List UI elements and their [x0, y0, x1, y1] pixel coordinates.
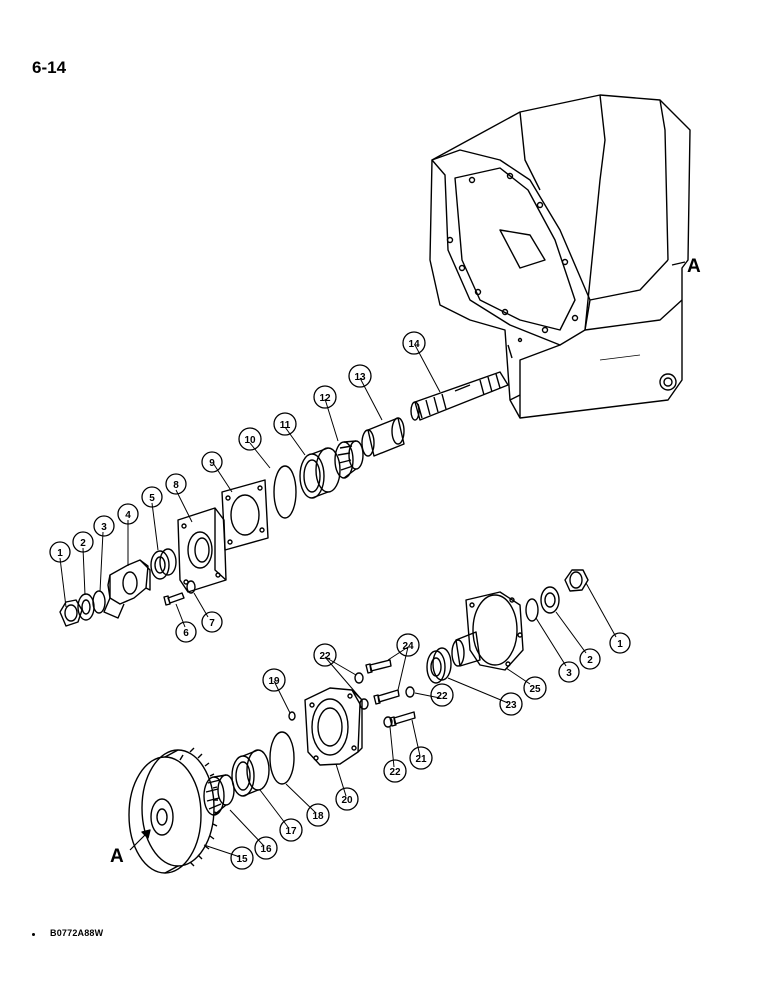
callout-10: 10 — [238, 427, 262, 451]
callout-9: 9 — [201, 451, 223, 473]
callout-3-lower: 3 — [558, 661, 580, 683]
bearing-cone-lower — [203, 774, 235, 816]
washer-2-upper — [77, 593, 95, 621]
callout-1-lower: 1 — [609, 632, 631, 654]
figure-code-bullet — [32, 933, 35, 936]
o-ring-3-upper — [92, 590, 106, 614]
svg-text:4: 4 — [125, 510, 131, 521]
yoke — [103, 559, 151, 619]
callout-8: 8 — [165, 473, 187, 495]
svg-text:23: 23 — [505, 700, 517, 711]
svg-text:3: 3 — [101, 522, 107, 533]
svg-text:17: 17 — [285, 826, 297, 837]
callout-2-upper: 2 — [72, 531, 94, 553]
callout-14: 14 — [402, 331, 426, 355]
svg-text:22: 22 — [319, 651, 331, 662]
callout-22-right: 22 — [430, 683, 454, 707]
seal-5 — [150, 548, 177, 580]
bolts-24 — [365, 659, 416, 727]
callout-11: 11 — [273, 412, 297, 436]
callout-25: 25 — [523, 676, 547, 700]
callout-1-upper: 1 — [49, 541, 71, 563]
seal-23 — [426, 647, 452, 684]
plug — [288, 711, 296, 721]
page-number: 6-14 — [32, 58, 67, 77]
svg-text:1: 1 — [57, 548, 63, 559]
svg-text:6: 6 — [183, 628, 189, 639]
reference-arrowhead-lower — [141, 829, 151, 839]
reference-label-upper: A — [687, 256, 701, 277]
output-shaft — [410, 371, 509, 421]
svg-text:2: 2 — [587, 655, 593, 666]
figure-code: B0772A88W — [50, 928, 104, 938]
sleeve — [361, 417, 405, 457]
svg-text:12: 12 — [319, 393, 331, 404]
reference-label-lower: A — [110, 846, 124, 867]
bearing-cup — [299, 447, 341, 499]
svg-text:25: 25 — [529, 684, 541, 695]
washers-22 — [354, 672, 415, 728]
bearing-carrier — [304, 687, 363, 766]
svg-text:3: 3 — [566, 668, 572, 679]
svg-text:15: 15 — [236, 854, 248, 865]
bearing-cone — [334, 440, 364, 479]
o-ring-10 — [273, 465, 297, 519]
svg-text:22: 22 — [436, 691, 448, 702]
gasket — [221, 479, 269, 551]
transmission-housing — [429, 94, 691, 419]
svg-text:2: 2 — [80, 538, 86, 549]
svg-text:22: 22 — [389, 767, 401, 778]
bearing-cover — [451, 591, 524, 671]
callout-17: 17 — [279, 818, 303, 842]
svg-text:7: 7 — [209, 618, 215, 629]
flange-housing — [177, 507, 227, 593]
callout-3-upper: 3 — [93, 515, 115, 537]
callout-18: 18 — [306, 803, 330, 827]
callout-13: 13 — [348, 364, 372, 388]
output-gear — [128, 747, 219, 874]
svg-text:5: 5 — [149, 493, 155, 504]
svg-text:9: 9 — [209, 458, 215, 469]
callout-20: 20 — [335, 787, 359, 811]
svg-text:14: 14 — [408, 339, 420, 350]
nut-1-lower — [564, 569, 589, 592]
callout-22-top: 22 — [313, 643, 337, 667]
svg-text:11: 11 — [280, 420, 291, 431]
callout-24: 24 — [396, 633, 420, 657]
svg-text:19: 19 — [268, 676, 280, 687]
washer-2-lower — [540, 586, 560, 614]
callout-21: 21 — [409, 746, 433, 770]
svg-text:21: 21 — [415, 754, 427, 765]
svg-text:13: 13 — [354, 372, 366, 383]
callout-4: 4 — [117, 503, 139, 525]
callout-12: 12 — [313, 385, 337, 409]
callout-7: 7 — [201, 611, 223, 633]
callout-2-lower: 2 — [579, 648, 601, 670]
o-ring-18 — [269, 731, 295, 785]
bolt-and-washer — [163, 580, 196, 606]
callout-15: 15 — [230, 846, 254, 870]
nut-1-upper — [59, 599, 83, 627]
reference-arrow-upper — [671, 261, 686, 266]
svg-text:8: 8 — [173, 480, 179, 491]
callout-5: 5 — [141, 486, 163, 508]
callout-6: 6 — [175, 621, 197, 643]
svg-text:16: 16 — [260, 844, 272, 855]
leader-lines — [59, 344, 617, 858]
callout-23: 23 — [499, 692, 523, 716]
svg-text:1: 1 — [617, 639, 623, 650]
o-ring-3-lower — [525, 598, 539, 622]
callout-22-bottom: 22 — [383, 759, 407, 783]
callout-19: 19 — [262, 668, 286, 692]
bearing-cup-lower — [231, 749, 270, 797]
svg-text:18: 18 — [312, 811, 324, 822]
svg-text:20: 20 — [341, 795, 353, 806]
svg-text:10: 10 — [244, 435, 256, 446]
svg-text:24: 24 — [402, 641, 414, 652]
callout-16: 16 — [254, 836, 278, 860]
